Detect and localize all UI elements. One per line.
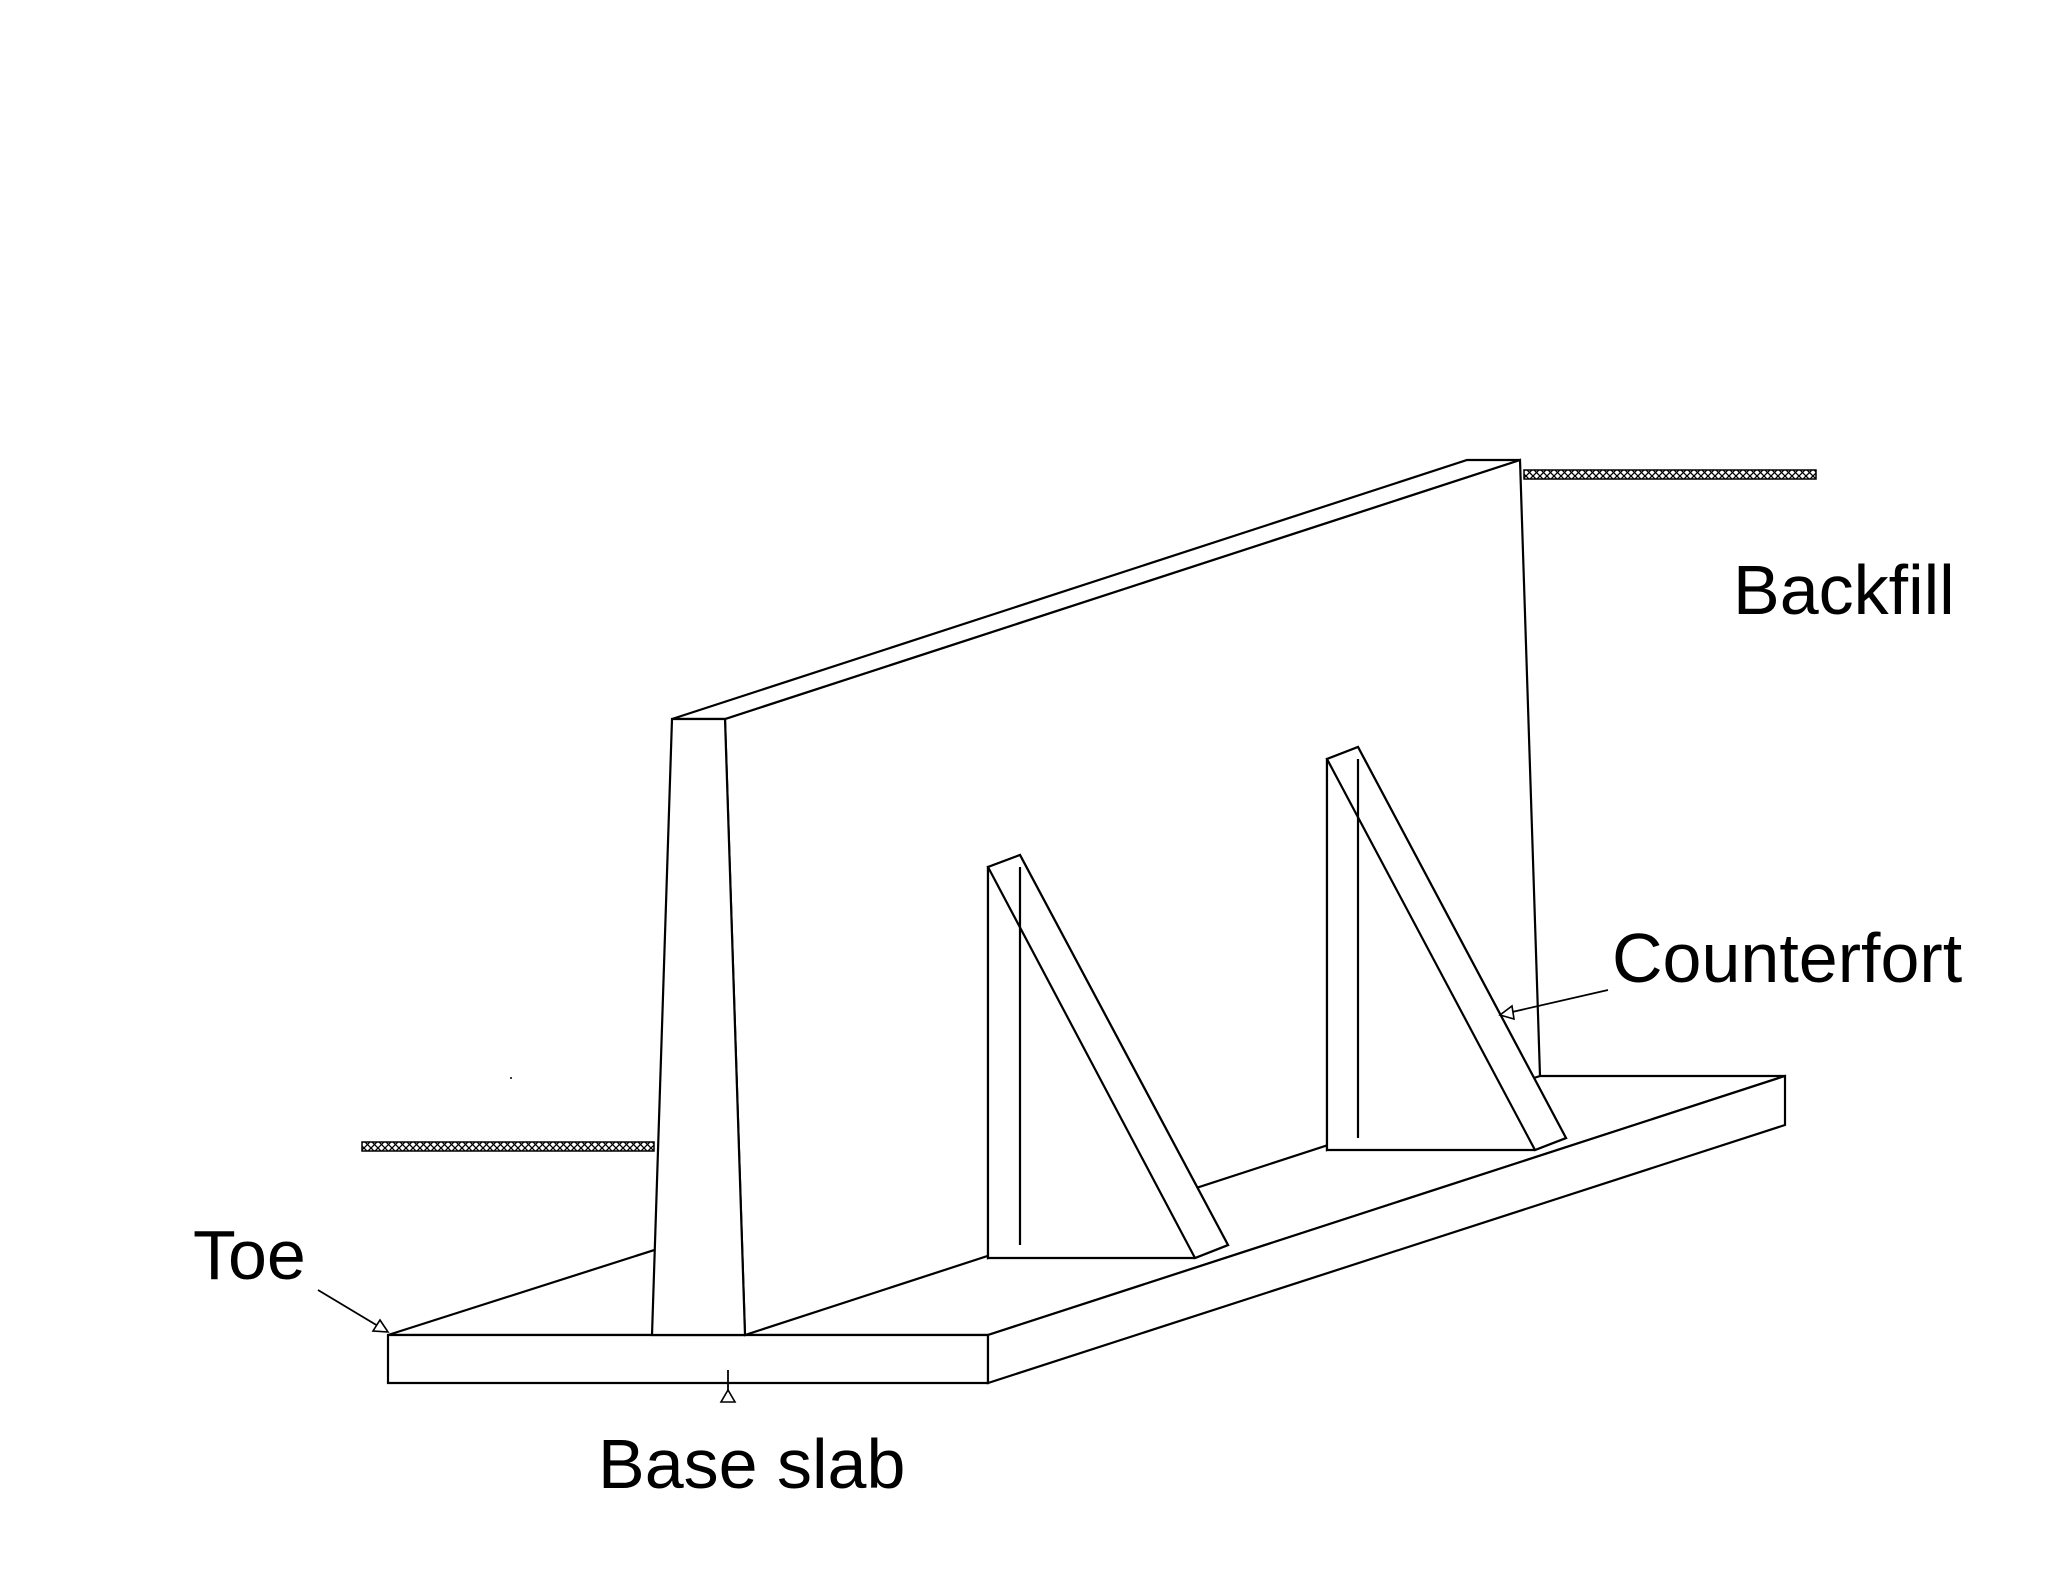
- toe-label: Toe: [193, 1216, 306, 1294]
- counterfort-label: Counterfort: [1612, 919, 1962, 997]
- base-slab-arrowhead: [719, 1388, 737, 1403]
- base-slab-front-face: [386, 1333, 990, 1385]
- toe-leader: [317, 1289, 390, 1333]
- counterfort-arrowhead: [1498, 1004, 1515, 1021]
- counterfort-left-sloped-edge: [986, 853, 1230, 1260]
- ground-hatch-front: [361, 1141, 655, 1152]
- ground-hatch-backfill: [1523, 469, 1817, 480]
- backfill-label: Backfill: [1733, 551, 1955, 629]
- stem-wall-end-face: [650, 717, 747, 1337]
- base-slab-leader: [719, 1370, 737, 1403]
- base-slab-side-face: [986, 1074, 1787, 1385]
- counterfort-right-sloped-edge: [1325, 745, 1568, 1152]
- counterfort-right: [1325, 745, 1568, 1152]
- stray-dot: [510, 1077, 512, 1079]
- counterfort-left: [986, 853, 1230, 1260]
- counterfort-leader: [1498, 989, 1609, 1021]
- toe-arrowhead: [371, 1318, 390, 1333]
- base-slab-label: Base slab: [598, 1425, 905, 1503]
